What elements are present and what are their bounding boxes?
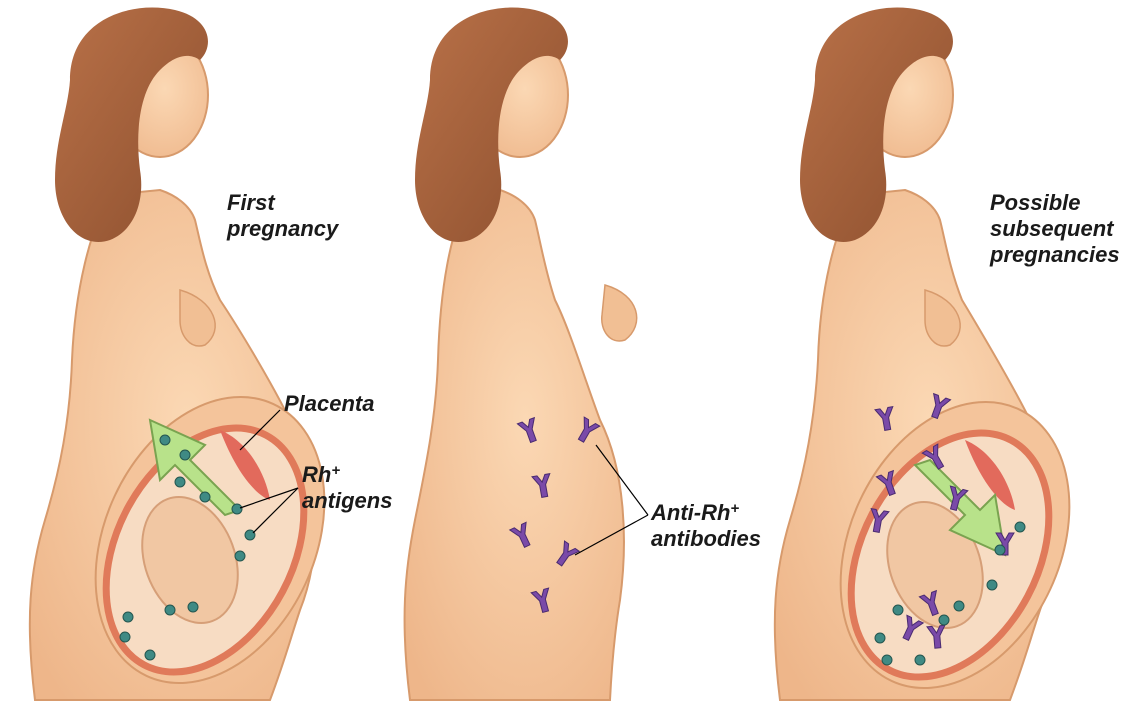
rh-main: Rh	[302, 462, 331, 487]
rh-word: antigens	[302, 488, 392, 514]
woman-figure-3	[775, 8, 1114, 705]
panel-subsequent-pregnancies	[775, 8, 1114, 705]
antigen	[995, 545, 1005, 555]
label-anti-rh-antibodies: Anti-Rh+ antibodies	[651, 500, 761, 552]
woman-figure-2	[405, 8, 637, 700]
panel-antibody-production	[405, 8, 648, 700]
anti-rh-word: antibodies	[651, 526, 761, 552]
caption-line: Possible	[990, 190, 1120, 216]
label-rh-antigens: Rh+ antigens	[302, 462, 392, 514]
breast-2	[602, 285, 637, 341]
antigen	[954, 601, 964, 611]
antigen	[882, 655, 892, 665]
antigen	[120, 632, 130, 642]
rh-sup: +	[331, 462, 340, 479]
caption-line: pregnancies	[990, 242, 1120, 268]
antigen	[180, 450, 190, 460]
antigen	[939, 615, 949, 625]
caption-first-pregnancy: First pregnancy	[227, 190, 338, 242]
caption-line: First	[227, 190, 338, 216]
antigen	[175, 477, 185, 487]
antigen	[987, 580, 997, 590]
panel-first-pregnancy	[30, 8, 369, 705]
woman-figure-1	[30, 8, 369, 705]
antigen	[232, 504, 242, 514]
antigen	[123, 612, 133, 622]
antigen	[188, 602, 198, 612]
body-2	[405, 190, 624, 700]
antigen	[235, 551, 245, 561]
anti-rh-main: Anti-Rh	[651, 500, 730, 525]
antigen	[200, 492, 210, 502]
antigen	[165, 605, 175, 615]
antigen	[915, 655, 925, 665]
caption-line: pregnancy	[227, 216, 338, 242]
antigen	[160, 435, 170, 445]
caption-line: subsequent	[990, 216, 1120, 242]
antigen	[1015, 522, 1025, 532]
anti-rh-sup: +	[730, 500, 739, 517]
antigen	[245, 530, 255, 540]
label-placenta-text: Placenta	[284, 391, 375, 416]
label-placenta: Placenta	[284, 391, 375, 417]
antigen	[875, 633, 885, 643]
caption-subsequent-pregnancies: Possible subsequent pregnancies	[990, 190, 1120, 268]
antigen	[145, 650, 155, 660]
antigen	[893, 605, 903, 615]
